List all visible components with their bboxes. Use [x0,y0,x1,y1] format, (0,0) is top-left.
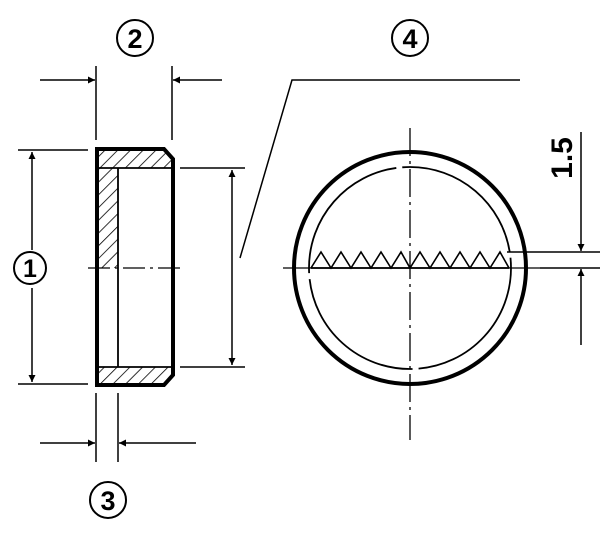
cap-front-view [283,128,600,440]
label-3: 3 [100,486,115,516]
dimension-1 [13,149,88,385]
dimension-2 [40,19,222,140]
dimension-3 [40,393,196,519]
label-4: 4 [402,24,417,54]
leader-4 [239,19,520,259]
label-2: 2 [127,24,142,54]
inner-diameter-dimension [180,167,245,368]
cap-section-view [88,147,185,387]
label-1: 1 [23,255,37,283]
thickness-label: 1.5 [546,137,579,179]
